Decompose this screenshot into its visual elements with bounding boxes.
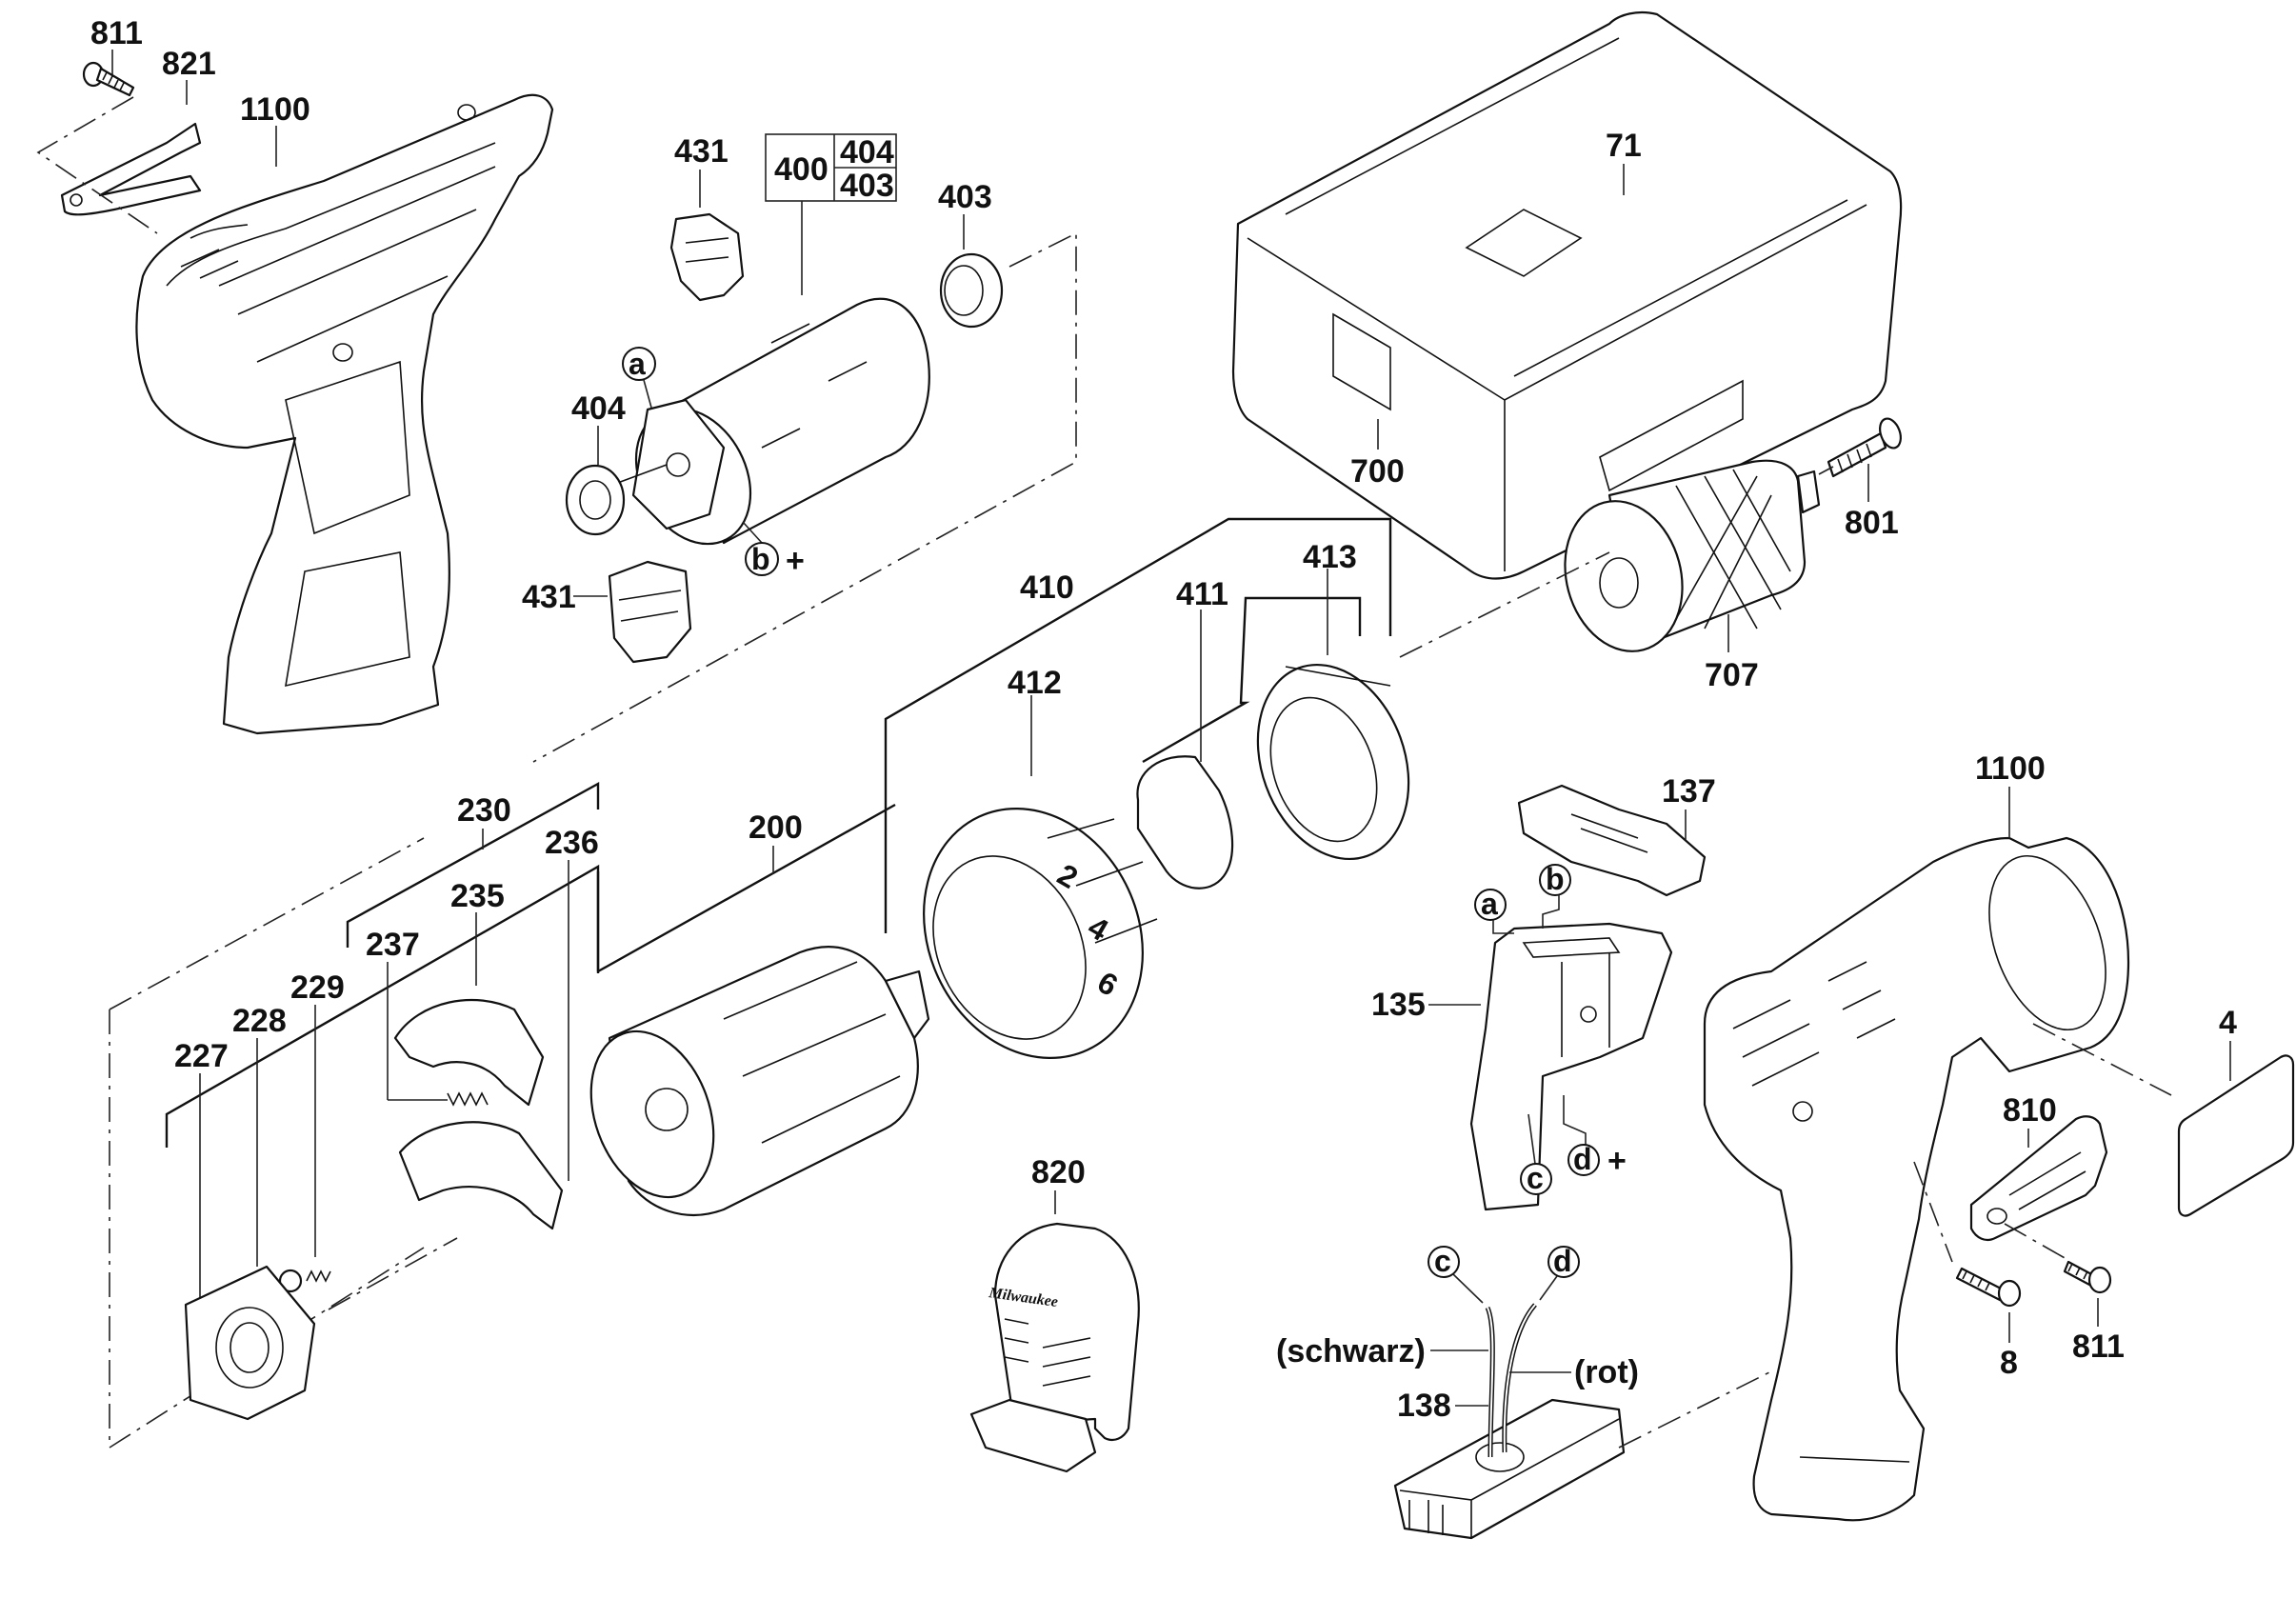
marker-a-motor: a — [622, 347, 656, 409]
part-label-707: 707 — [1705, 657, 1759, 693]
part-label-236: 236 — [545, 825, 599, 861]
svg-text:b: b — [751, 542, 770, 576]
part-label-801: 801 — [1845, 505, 1899, 541]
part-label-811: 811 — [90, 15, 143, 51]
part-label-431-bottom: 431 — [522, 579, 576, 615]
part-label-413: 413 — [1303, 539, 1357, 575]
part-label-138: 138 — [1397, 1388, 1451, 1424]
brush-holder-431-top — [669, 212, 745, 302]
part-label-700: 700 — [1350, 453, 1405, 490]
belt-clip-821 — [60, 122, 202, 216]
part-label-403: 403 — [938, 179, 992, 215]
screw-801 — [1827, 417, 1902, 478]
screw-8 — [1955, 1267, 2022, 1308]
part-label-230: 230 — [457, 792, 511, 829]
shift-ring-235 — [393, 998, 545, 1107]
part-label-810: 810 — [2003, 1092, 2057, 1129]
housing-half-right — [1703, 836, 2130, 1522]
svg-text:c: c — [1434, 1244, 1451, 1278]
part-label-200: 200 — [749, 809, 803, 846]
marker-d-plus-switch: d + — [1563, 1095, 1627, 1179]
part-label-400-404: 404 — [840, 134, 894, 170]
part-label-404: 404 — [571, 390, 626, 427]
brush-holder-431-bottom — [608, 560, 692, 664]
part-label-4: 4 — [2219, 1005, 2237, 1041]
chuck-707 — [1564, 459, 1821, 652]
shift-ring-236 — [398, 1121, 564, 1230]
clutch-ring-412: 2 4 6 — [923, 808, 1158, 1059]
part-label-8: 8 — [2000, 1345, 2018, 1381]
part-label-411: 411 — [1176, 576, 1228, 612]
ball-228 — [278, 1269, 303, 1293]
sleeve-413 — [1256, 663, 1410, 861]
part-label-229: 229 — [290, 969, 345, 1006]
svg-text:d: d — [1573, 1142, 1592, 1176]
svg-text:a: a — [1481, 887, 1498, 921]
svg-text:b: b — [1546, 862, 1565, 896]
marker-a-switch: a — [1474, 887, 1514, 934]
motor-400 — [570, 297, 930, 546]
wire-black — [1485, 1306, 1495, 1458]
part-label-431-top: 431 — [674, 133, 729, 170]
worklight-820: Milwaukee — [969, 1222, 1140, 1473]
part-label-1100-right: 1100 — [1975, 750, 2046, 787]
svg-text:d: d — [1553, 1244, 1572, 1278]
spring-229 — [306, 1269, 331, 1283]
svg-text:+: + — [1607, 1143, 1627, 1179]
svg-text:a: a — [629, 347, 646, 381]
part-label-135: 135 — [1371, 987, 1426, 1023]
ring-plate-227 — [184, 1265, 316, 1421]
wire-note-red: (rot) — [1574, 1354, 1639, 1390]
part-label-235: 235 — [450, 878, 505, 914]
wire-red — [1502, 1303, 1537, 1453]
part-label-821: 821 — [162, 46, 216, 82]
svg-text:c: c — [1527, 1161, 1544, 1195]
bearing-403 — [939, 252, 1004, 329]
gearbox-200 — [589, 946, 930, 1216]
kit-box-400: 400 404 403 — [765, 133, 897, 295]
part-label-820: 820 — [1031, 1154, 1086, 1190]
part-label-71: 71 — [1606, 128, 1642, 164]
part-label-227: 227 — [174, 1038, 229, 1074]
trigger-switch-135 — [1469, 922, 1673, 1211]
wire-note-black: (schwarz) — [1276, 1333, 1426, 1369]
part-label-811-right: 811 — [2072, 1329, 2125, 1365]
part-label-1100-left: 1100 — [240, 91, 310, 128]
marker-c-wire: c — [1428, 1244, 1484, 1304]
marker-b-plus-motor: b + — [742, 521, 805, 579]
part-label-412: 412 — [1008, 665, 1062, 701]
bearing-404 — [565, 464, 626, 536]
svg-text:+: + — [786, 543, 805, 579]
part-label-137: 137 — [1662, 773, 1716, 809]
screw-811-right — [2063, 1260, 2112, 1294]
part-label-410: 410 — [1020, 570, 1074, 606]
marker-d-wire: d — [1539, 1244, 1580, 1301]
carry-case-700 — [1231, 10, 1903, 580]
bit-holder-810 — [1969, 1115, 2108, 1242]
part-label-400-403: 403 — [840, 168, 894, 204]
spring-237 — [447, 1091, 489, 1107]
screw-811-left — [82, 61, 135, 97]
gasket-411 — [1136, 755, 1234, 889]
label-plate-4 — [2177, 1054, 2295, 1217]
marker-c-switch: c — [1520, 1113, 1552, 1195]
battery-terminal-138 — [1393, 1398, 1626, 1540]
part-label-237: 237 — [366, 927, 420, 963]
part-label-228: 228 — [232, 1003, 287, 1039]
marker-b-switch: b — [1539, 862, 1571, 929]
reverse-slider-137 — [1517, 784, 1707, 897]
part-label-400: 400 — [774, 151, 829, 188]
housing-half-left — [135, 93, 554, 735]
